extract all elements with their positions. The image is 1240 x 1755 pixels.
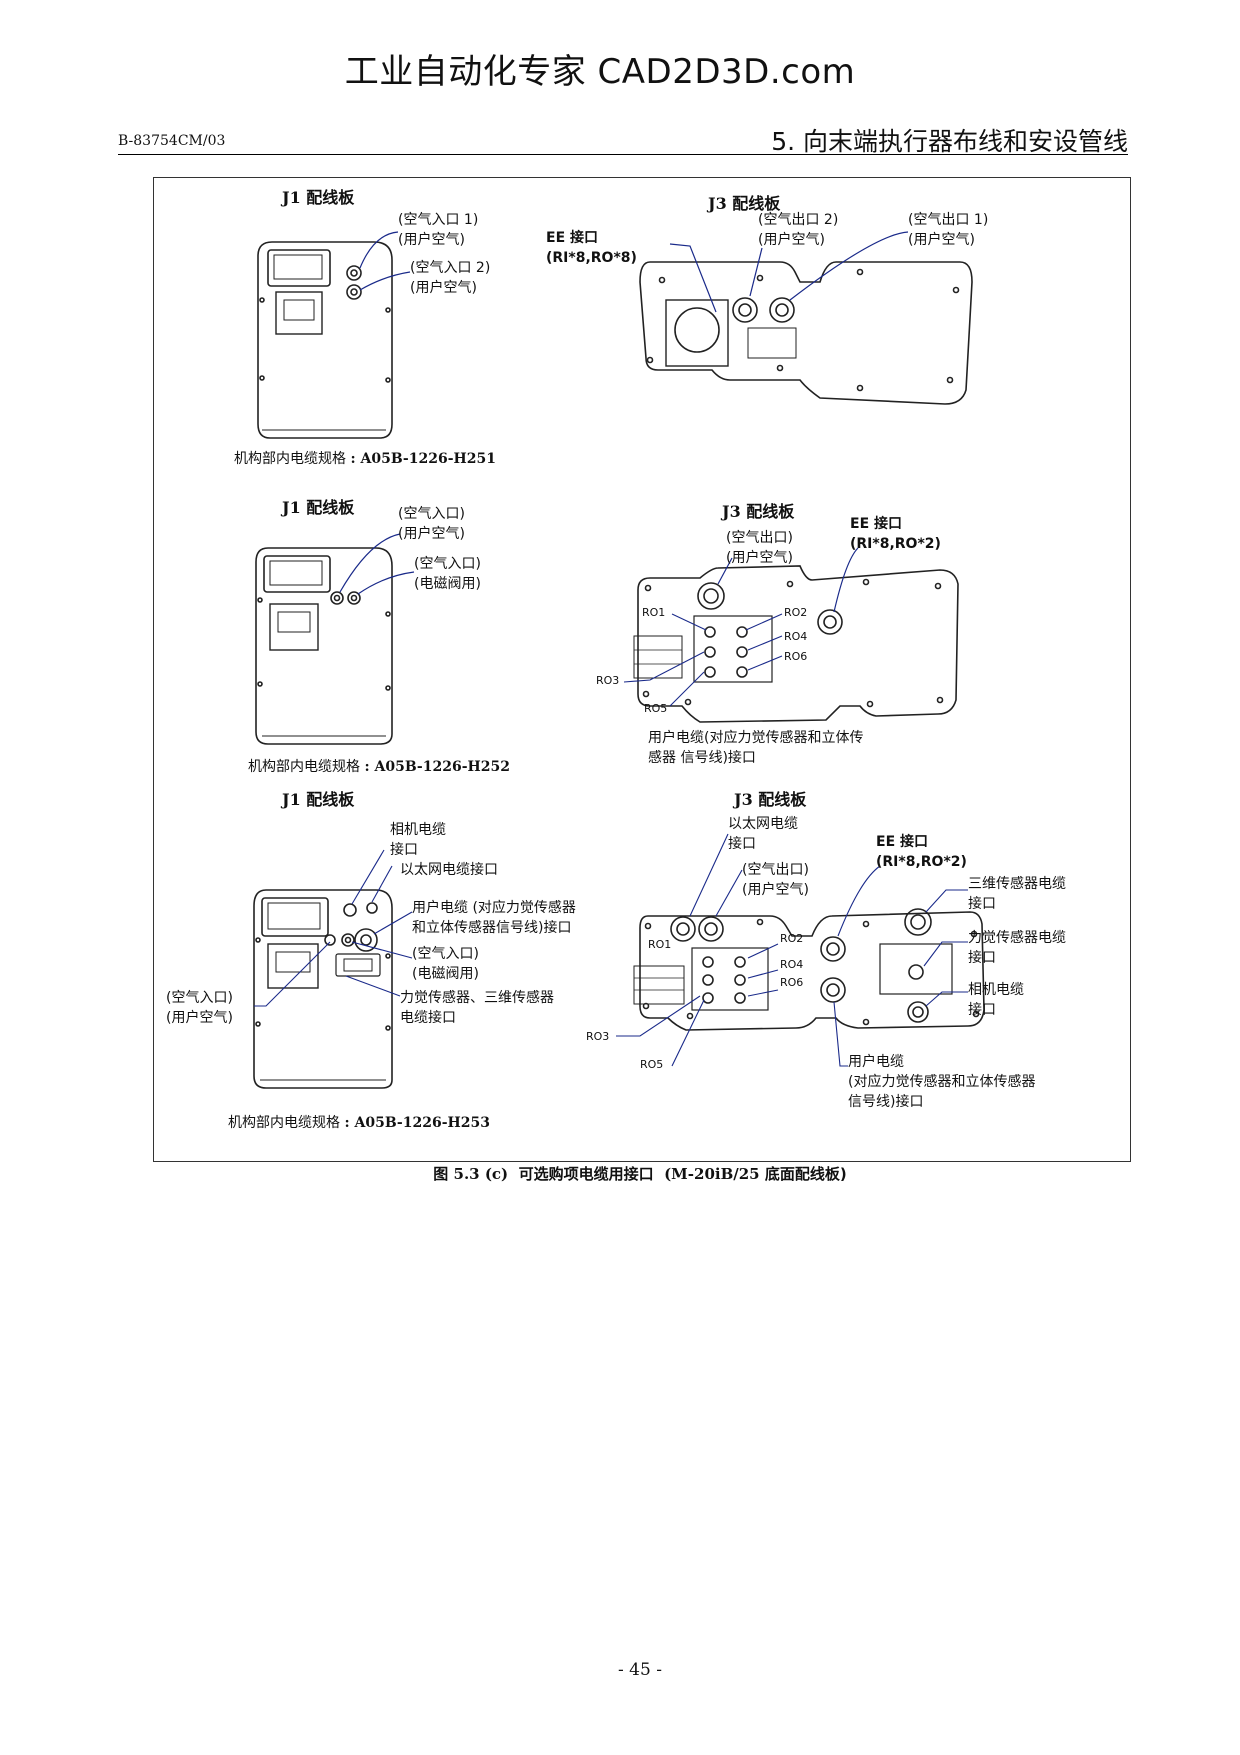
j1-title-h251: J1 配线板: [282, 188, 355, 207]
leader-air-in2: [359, 271, 411, 291]
chapter-heading: 5. 向末端执行器布线和安设管线: [771, 127, 1128, 156]
j1-title-h253: J1 配线板: [282, 790, 355, 809]
spec-h253: 机构部内电缆规格 : A05B-1226-H253: [228, 1115, 490, 1131]
j1-title-h252: J1 配线板: [282, 498, 355, 517]
leader-air-in1: [359, 231, 399, 269]
leader-air-out2: [749, 247, 763, 297]
spec-h251: 机构部内电缆规格 : A05B-1226-H251: [234, 451, 496, 467]
leader-ee-h251: [669, 243, 717, 313]
j3-leaders-h253: [616, 833, 968, 1067]
label-ro5-h252: RO5: [644, 702, 668, 715]
label-air-out-h253: (空气出口)(用户空气): [742, 862, 809, 898]
label-ro1-h252: RO1: [642, 606, 666, 619]
label-ro3-h253: RO3: [586, 1030, 610, 1043]
label-force-j3-h253: 力觉传感器电缆接口: [968, 930, 1066, 966]
label-air-in1: (空气入口 1)(用户空气): [398, 212, 479, 248]
j1-leaders-h253: [254, 849, 413, 1007]
leader-air-out1: [789, 231, 909, 301]
label-air-out2: (空气出口 2)(用户空气): [758, 212, 839, 248]
leader-air-in-valve-h252: [357, 571, 415, 595]
j3-title-h251: J3 配线板: [708, 194, 781, 213]
label-air-in-user-h253: (空气入口)(用户空气): [166, 990, 233, 1026]
figure-caption: 图 5.3 (c) 可选购项电缆用接口 (M-20iB/25 底面配线板): [433, 1165, 847, 1183]
label-camera-h253: 相机电缆接口: [390, 822, 446, 858]
label-ee-h253: EE 接口(RI*8,RO*2): [876, 834, 967, 870]
watermark-banner: 工业自动化专家 CAD2D3D.com: [344, 52, 856, 92]
header-rule: [118, 154, 1128, 155]
label-ro6-h253: RO6: [780, 976, 804, 989]
label-user-cable-h253: 用户电缆 (对应力觉传感器和立体传感器信号线)接口: [412, 900, 576, 936]
j1-board-h252: [255, 547, 393, 745]
label-ethernet-j3-h253: 以太网电缆接口: [728, 816, 798, 852]
leader-air-in-user-h252: [339, 533, 401, 593]
label-ro6-h252: RO6: [784, 650, 808, 663]
document-id: B-83754CM/03: [118, 133, 226, 149]
label-user-cable-j3-h253: 用户电缆(对应力觉传感器和立体传感器信号线)接口: [848, 1054, 1036, 1110]
j1-board-h253: [253, 889, 393, 1089]
label-ro2-h253: RO2: [780, 932, 804, 945]
label-air-in-valve-h253: (空气入口)(电磁阀用): [412, 946, 479, 982]
label-air-out-h252: (空气出口)(用户空气): [726, 530, 793, 566]
label-force-sensor-h253: 力觉传感器、三维传感器电缆接口: [400, 990, 554, 1026]
label-ro2-h252: RO2: [784, 606, 808, 619]
label-air-in2: (空气入口 2)(用户空气): [410, 260, 491, 296]
j3-board-h253: [633, 908, 985, 1031]
label-ro5-h253: RO5: [640, 1058, 664, 1071]
label-camera-j3-h253: 相机电缆接口: [968, 982, 1024, 1018]
label-ro4-h252: RO4: [784, 630, 808, 643]
label-air-in-valve-h252: (空气入口)(电磁阀用): [414, 556, 481, 592]
leader-ee-h252: [833, 547, 859, 613]
spec-h252: 机构部内电缆规格 : A05B-1226-H252: [248, 759, 510, 775]
label-air-in-user-h252: (空气入口)(用户空气): [398, 506, 465, 542]
label-ro4-h253: RO4: [780, 958, 804, 971]
j1-board-h251: [257, 241, 393, 439]
j3-board-h251: [639, 261, 973, 405]
label-ee-h251: EE 接口(RI*8,RO*8): [546, 230, 637, 266]
leader-air-out-h252: [717, 557, 733, 585]
label-ro1-h253: RO1: [648, 938, 672, 951]
label-ee-h252: EE 接口(RI*8,RO*2): [850, 516, 941, 552]
label-3d-sensor-h253: 三维传感器电缆接口: [968, 876, 1066, 912]
page-number: - 45 -: [618, 1660, 662, 1680]
figure-frame: [153, 177, 1131, 1162]
label-air-out1: (空气出口 1)(用户空气): [908, 212, 989, 248]
j3-board-h252: [633, 565, 959, 723]
label-user-cable-h252: 用户电缆(对应力觉传感器和立体传感器 信号线)接口: [648, 730, 864, 766]
ro-leaders-h252: [623, 613, 783, 707]
label-ro3-h252: RO3: [596, 674, 620, 687]
label-ethernet-h253: 以太网电缆接口: [400, 862, 498, 878]
j3-title-h253: J3 配线板: [734, 790, 807, 809]
j3-title-h252: J3 配线板: [722, 502, 795, 521]
